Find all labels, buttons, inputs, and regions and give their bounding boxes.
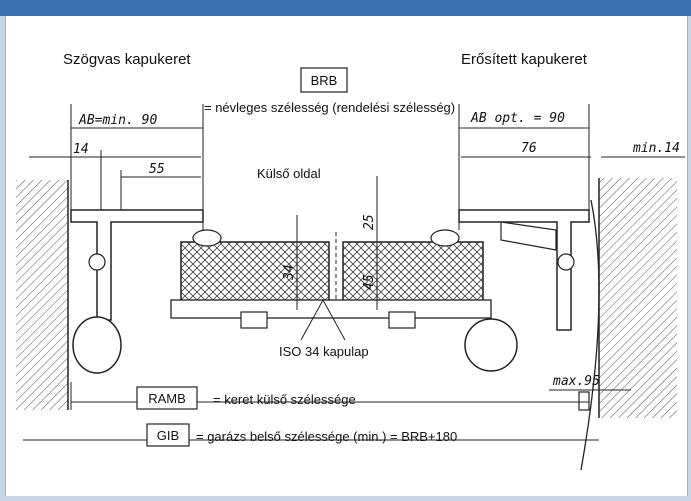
- brb-box: [300, 67, 348, 93]
- ramb-description: = keret külső szélessége: [213, 392, 356, 407]
- dim-45: 45: [362, 274, 377, 290]
- header-bar: [0, 0, 691, 16]
- left-wall: [16, 180, 68, 410]
- dim-25: 25: [362, 214, 377, 230]
- dim-14: 14: [73, 142, 89, 157]
- panel-left-section: [180, 241, 330, 303]
- right-floor-bolt: [578, 391, 590, 411]
- right-frame-bracket: [500, 221, 557, 251]
- ramb-box-label: RAMB: [148, 391, 186, 406]
- dim-34: 34: [282, 264, 297, 281]
- gib-description: = garázs belső szélessége (min.) = BRB+1…: [196, 429, 457, 444]
- drawing-panel: Szögvas kapukeret Erősített kapukeret BR…: [5, 16, 688, 496]
- brb-description: = névleges szélesség (rendelési szélessé…: [204, 100, 455, 115]
- left-fixing-bolt: [88, 253, 106, 271]
- right-frame-title: Erősített kapukeret: [461, 51, 588, 68]
- dim-min14: min.14: [632, 141, 680, 156]
- brb-box-label: BRB: [311, 73, 338, 88]
- technical-drawing: Szögvas kapukeret Erősített kapukeret BR…: [16, 51, 685, 471]
- panel-right-section: [342, 241, 484, 303]
- right-fixing-bolt: [557, 253, 575, 271]
- dim-ab-min: AB=min. 90: [78, 113, 157, 128]
- panel-leader-lines: [300, 298, 346, 341]
- outer-side-label: Külső oldal: [257, 166, 321, 181]
- right-wall: [599, 178, 677, 418]
- right-cable: [580, 199, 600, 471]
- dim-76: 76: [521, 141, 537, 156]
- dim-max95: max.95: [552, 374, 600, 389]
- dim-55: 55: [149, 162, 165, 177]
- left-seal-roller: [72, 316, 122, 374]
- left-frame-title: Szögvas kapukeret: [63, 51, 191, 68]
- left-top-seal: [192, 229, 222, 247]
- dim-ab-opt: AB opt. = 90: [470, 111, 565, 126]
- right-seal-roller: [464, 318, 518, 372]
- left-hinge-block: [240, 311, 268, 329]
- right-hinge-block: [388, 311, 416, 329]
- right-top-seal: [430, 229, 460, 247]
- gib-box-label: GIB: [157, 428, 179, 443]
- left-angle-frame: [70, 209, 204, 321]
- panel-label: ISO 34 kapulap: [279, 344, 369, 359]
- ramb-box: [136, 386, 198, 410]
- gib-box: [146, 423, 190, 447]
